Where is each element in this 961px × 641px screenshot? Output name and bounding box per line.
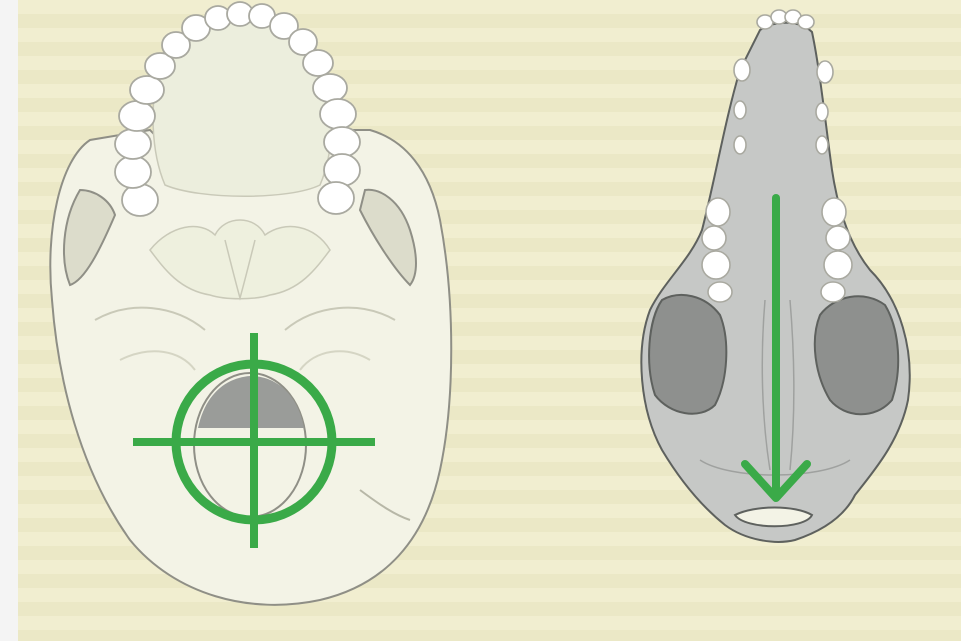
dog-skull — [641, 10, 909, 542]
human-skull — [50, 2, 451, 605]
right-orbit — [815, 296, 898, 414]
left-orbit — [649, 295, 726, 414]
